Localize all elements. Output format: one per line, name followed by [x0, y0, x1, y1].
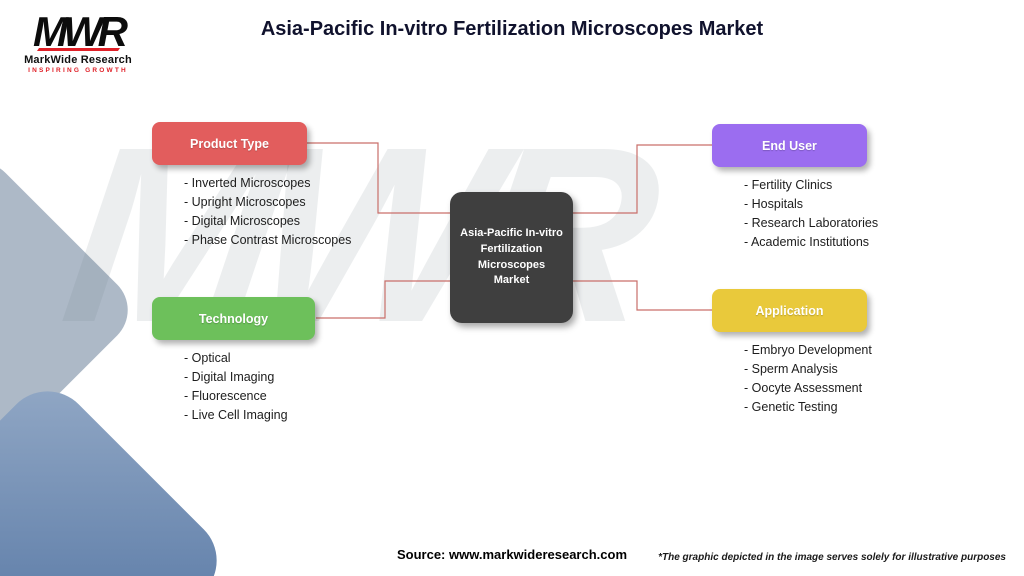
- category-header-end-user: End User: [712, 124, 867, 167]
- category-header-application: Application: [712, 289, 867, 332]
- segment-item: Inverted Microscopes: [184, 176, 311, 190]
- segment-item: Digital Microscopes: [184, 214, 307, 228]
- segment-item: Embryo Development: [744, 343, 872, 357]
- category-application: Application Embryo Development Sperm Ana…: [712, 289, 872, 419]
- segment-item: Research Laboratories: [744, 216, 878, 230]
- category-header-product-type: Product Type: [152, 122, 307, 165]
- segment-item: Optical: [184, 351, 315, 365]
- segment-item: Upright Microscopes: [184, 195, 307, 209]
- category-technology: Technology Optical Digital Imaging Fluor…: [152, 297, 315, 427]
- center-node-label: Asia-Pacific In-vitro Fertilization Micr…: [460, 226, 563, 287]
- segment-item: Oocyte Assessment: [744, 381, 867, 395]
- category-list-product-type: Inverted Microscopes Upright Microscopes…: [152, 176, 352, 247]
- category-list-technology: Optical Digital Imaging Fluorescence Liv…: [152, 351, 315, 422]
- logo-red-swoosh: [36, 47, 120, 51]
- category-list-end-user: Fertility Clinics Hospitals Research Lab…: [712, 178, 878, 249]
- segment-item: Academic Institutions: [744, 235, 869, 249]
- logo-acronym: MWR: [33, 8, 128, 55]
- category-label: Product Type: [190, 136, 269, 151]
- category-list-application: Embryo Development Sperm Analysis Oocyte…: [712, 343, 872, 414]
- category-label: End User: [762, 138, 817, 153]
- category-header-technology: Technology: [152, 297, 315, 340]
- segment-item: Fluorescence: [184, 389, 315, 403]
- segment-item: Digital Imaging: [184, 370, 315, 384]
- center-node: Asia-Pacific In-vitro Fertilization Micr…: [450, 192, 573, 323]
- category-label: Technology: [198, 311, 269, 326]
- category-end-user: End User Fertility Clinics Hospitals Res…: [712, 124, 878, 254]
- segment-item: Genetic Testing: [744, 400, 867, 414]
- logo-name: MarkWide Research: [24, 53, 132, 66]
- category-label: Application: [755, 303, 824, 318]
- segment-item: Sperm Analysis: [744, 362, 867, 376]
- logo-tagline: INSPIRING GROWTH: [28, 66, 128, 74]
- disclaimer: *The graphic depicted in the image serve…: [658, 552, 1006, 563]
- source-url: www.markwideresearch.com: [449, 547, 628, 562]
- source-line: Source: www.markwideresearch.com: [0, 547, 1024, 562]
- segment-item: Fertility Clinics: [744, 178, 867, 192]
- segment-item: Live Cell Imaging: [184, 408, 315, 422]
- segment-item: Phase Contrast Microscopes: [184, 233, 352, 247]
- page-title: Asia-Pacific In-vitro Fertilization Micr…: [260, 18, 764, 40]
- category-product-type: Product Type Inverted Microscopes Uprigh…: [152, 122, 352, 252]
- segment-item: Hospitals: [744, 197, 867, 211]
- markwide-logo: MWR MarkWide Research INSPIRING GROWTH: [22, 8, 134, 74]
- source-label: Source:: [396, 547, 446, 562]
